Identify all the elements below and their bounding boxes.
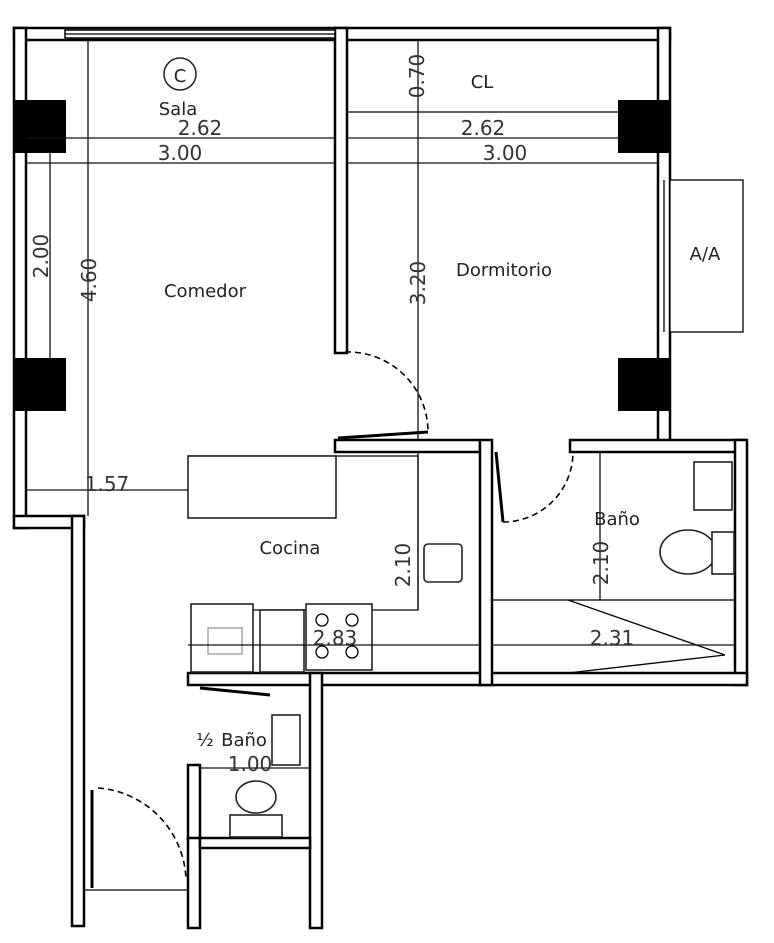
dimension-lines [26, 40, 735, 769]
room-closet: CL [471, 72, 494, 93]
dim-dorm: 3.00 [483, 141, 528, 165]
dim-bano-width: 2.31 [590, 626, 635, 650]
doors [84, 351, 574, 891]
dim-sala: 3.00 [158, 141, 203, 165]
room-dormitorio: Dormitorio [456, 260, 552, 281]
room-aa: A/A [690, 244, 721, 265]
room-cocina: Cocina [260, 538, 321, 559]
room-comedor: Comedor [164, 281, 247, 302]
room-medio-bano: Baño [221, 730, 267, 751]
room-bano: Baño [594, 509, 640, 530]
kitchen [187, 455, 463, 673]
dim-bano-depth: 2.10 [589, 541, 613, 586]
dim-comedor-window: 2.00 [29, 234, 53, 279]
section-marker [163, 57, 197, 91]
dim-dorm-inner: 2.62 [461, 116, 506, 140]
section-marker-label: C [174, 66, 187, 87]
room-sala: Sala [159, 99, 198, 120]
dim-dorm-length: 3.20 [406, 261, 430, 306]
dim-comedor-length: 4.60 [77, 258, 101, 303]
room-medio-bano-fraction: ½ [196, 730, 213, 751]
bathroom-fixtures [229, 461, 736, 838]
dim-cocina-width: 2.83 [313, 626, 358, 650]
dim-sala-inner: 2.62 [178, 116, 223, 140]
dim-medio-bano: 1.00 [228, 752, 273, 776]
dim-cocina-depth: 2.10 [391, 543, 415, 588]
dimension-labels: 2.62 3.00 2.62 3.00 0.70 2.00 4.60 3.20 … [29, 54, 634, 776]
dim-closet: 0.70 [405, 54, 429, 99]
columns [14, 100, 670, 411]
dim-comedor-offset: 1.57 [85, 472, 130, 496]
